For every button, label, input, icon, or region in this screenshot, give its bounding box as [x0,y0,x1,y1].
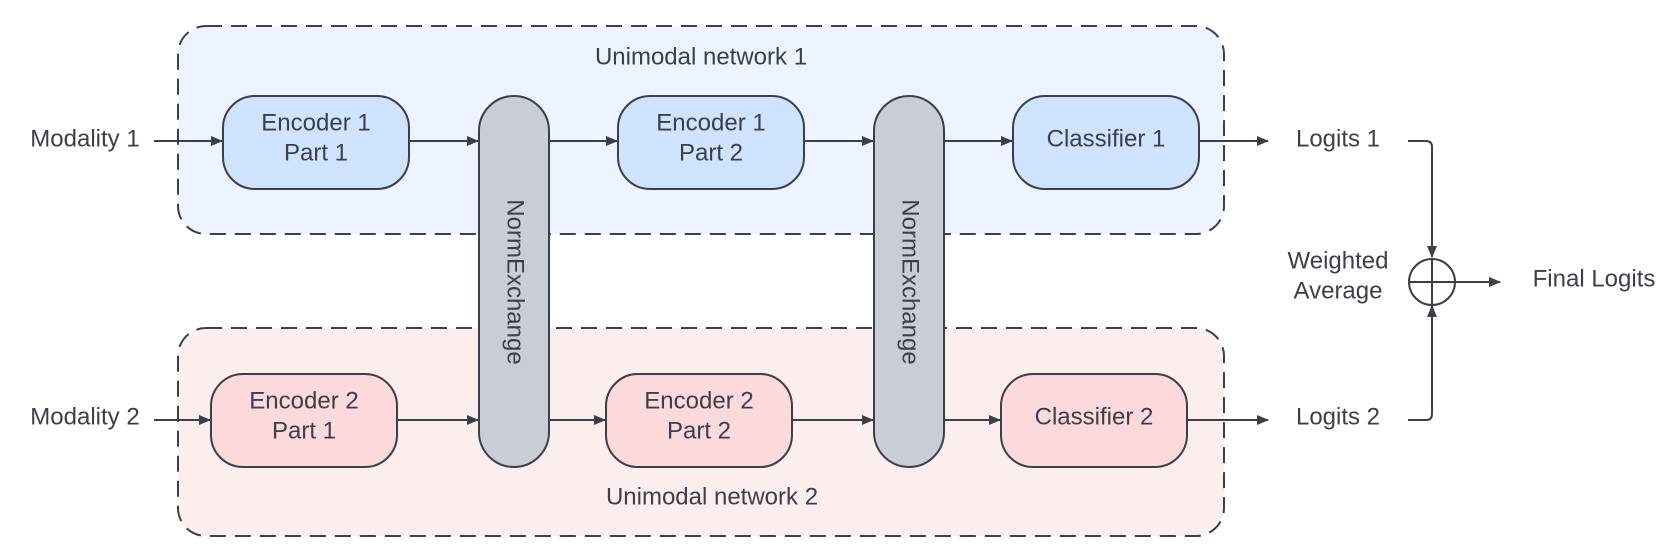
modality-2-label: Modality 2 [30,403,139,430]
encoder-1-part-2-line2: Part 2 [679,139,743,166]
weighted-average-line2: Average [1294,277,1383,304]
normexchange-2-block [873,95,945,468]
encoder-2-part-1-line1: Encoder 2 [249,387,358,414]
encoder-2-part-2-block [605,373,793,468]
oplus-icon [1408,258,1456,306]
unimodal-network-2-label: Unimodal network 2 [606,483,818,510]
modality-1-label: Modality 1 [30,125,139,152]
normexchange-2-label: NormExchange [897,199,924,364]
edge-logits2-sum [1408,305,1437,421]
unimodal-network-1-label: Unimodal network 1 [595,43,807,70]
edges [154,136,1501,425]
encoder-1-part-1-block [222,95,410,190]
normexchange-1-label: NormExchange [502,199,529,364]
classifier-2-label: Classifier 2 [1035,403,1154,430]
encoder-2-part-1-line2: Part 1 [272,417,336,444]
encoder-1-part-2-line1: Encoder 1 [656,109,765,136]
logits-1-label: Logits 1 [1296,125,1380,152]
logits-2-label: Logits 2 [1296,403,1380,430]
normexchange-1-block [478,95,550,468]
encoder-2-part-2-line1: Encoder 2 [644,387,753,414]
classifier-1-block [1012,95,1200,190]
edge-logits1-sum [1408,140,1437,258]
classifier-1-label: Classifier 1 [1047,125,1166,152]
encoder-1-part-1-line2: Part 1 [284,139,348,166]
classifier-2-block [1000,373,1188,468]
encoder-2-part-2-line2: Part 2 [667,417,731,444]
weighted-average-line1: Weighted [1288,247,1389,274]
encoder-1-part-1-line1: Encoder 1 [261,109,370,136]
encoder-2-part-1-block [210,373,398,468]
encoder-1-part-2-block [617,95,805,190]
final-logits-label: Final Logits [1533,265,1656,292]
